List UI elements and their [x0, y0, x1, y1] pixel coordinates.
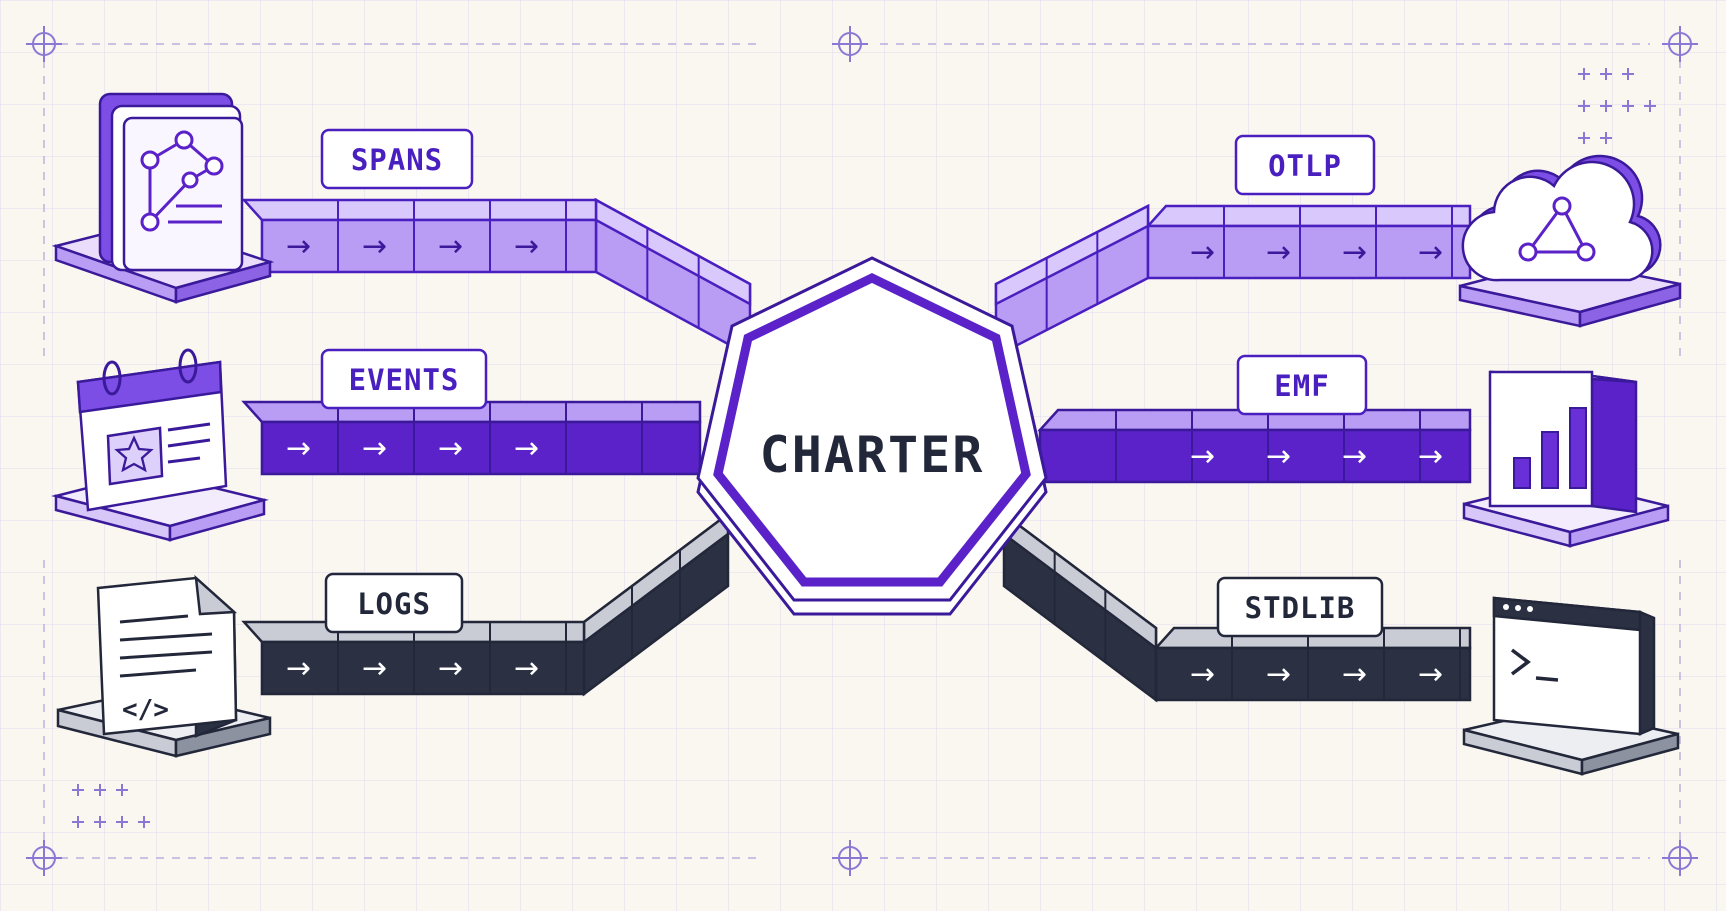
pipe-flow-arrow: → — [514, 229, 539, 264]
pipe-front-face — [260, 420, 702, 476]
label-events: EVENTS — [320, 348, 488, 410]
pipe-flow-arrow: → — [1266, 235, 1291, 270]
label-emf-text: EMF — [1274, 369, 1329, 403]
pipe-stdlib: → → → → — [1002, 511, 1472, 703]
pipe-front-face — [260, 218, 598, 274]
pipe-flow-arrow: → — [514, 431, 539, 466]
crosshair-icon — [832, 26, 868, 62]
pipe-logs: → → → → — [241, 511, 730, 697]
pipe-flow-arrow: → — [438, 651, 463, 686]
pipe-top-face — [1145, 204, 1472, 228]
label-stdlib-text: STDLIB — [1245, 591, 1356, 625]
hub-label: CHARTER — [760, 426, 985, 484]
pipe-flow-arrow: → — [1342, 439, 1367, 474]
pipe-flow-arrow: → — [1266, 439, 1291, 474]
pipe-emf: → → → → — [1037, 408, 1472, 484]
crosshair-icons — [26, 26, 1698, 876]
bar-chart-icon — [1462, 370, 1670, 548]
pipe-flow-arrow: → — [286, 229, 311, 264]
terminal-icon — [1462, 596, 1680, 776]
pipe-flow-arrow: → — [362, 229, 387, 264]
crosshair-icon — [1662, 26, 1698, 62]
pipe-front-face — [1038, 428, 1472, 484]
code-file-icon: </> — [56, 574, 272, 758]
pipe-spans: → → → → — [241, 197, 752, 359]
pipe-top-face — [241, 198, 598, 222]
label-events-text: EVENTS — [349, 363, 460, 397]
label-logs-text: LOGS — [357, 587, 431, 621]
pipe-front-face — [260, 640, 586, 696]
pipe-flow-arrow: → — [1190, 657, 1215, 692]
cloud-icon — [1458, 154, 1682, 328]
pipe-flow-arrow: → — [1418, 657, 1443, 692]
label-spans: SPANS — [320, 128, 474, 190]
crosshair-icon — [1662, 840, 1698, 876]
svg-text:</>: </> — [122, 695, 169, 725]
pipe-flow-arrow: → — [438, 229, 463, 264]
pipe-flow-arrow: → — [1418, 235, 1443, 270]
pipe-flow-arrow: → — [1342, 235, 1367, 270]
pipe-flow-arrow: → — [362, 431, 387, 466]
pipe-events: → → → → — [241, 400, 702, 476]
pipe-flow-arrow: → — [1266, 657, 1291, 692]
label-stdlib: STDLIB — [1216, 576, 1384, 638]
pipe-flow-arrow: → — [1418, 439, 1443, 474]
charter-hub: CHARTER — [696, 256, 1048, 616]
label-otlp: OTLP — [1234, 134, 1376, 196]
pipe-flow-arrow: → — [362, 651, 387, 686]
pipe-front-face — [1154, 646, 1472, 702]
label-otlp-text: OTLP — [1268, 149, 1342, 183]
pipe-flow-arrow: → — [1342, 657, 1367, 692]
crosshair-icon — [832, 840, 868, 876]
pipe-flow-arrow: → — [286, 651, 311, 686]
pipe-flow-arrow: → — [438, 431, 463, 466]
plus-markers — [72, 68, 1656, 828]
pipe-flow-arrow: → — [1190, 439, 1215, 474]
label-emf: EMF — [1236, 354, 1368, 416]
conveyor-pipes: → → → → → → → → → → → → → → → → → → → → → → → → — [241, 197, 1472, 703]
pipe-flow-arrow: → — [286, 431, 311, 466]
pipe-flow-arrow: → — [1190, 235, 1215, 270]
pipe-flow-arrow: → — [514, 651, 539, 686]
calendar-icon — [51, 348, 269, 542]
label-spans-text: SPANS — [351, 143, 443, 177]
registration-guides — [43, 43, 1681, 859]
crosshair-icon — [26, 840, 62, 876]
crosshair-icon — [26, 26, 62, 62]
label-logs: LOGS — [324, 572, 464, 634]
trace-document-icon — [51, 92, 275, 304]
